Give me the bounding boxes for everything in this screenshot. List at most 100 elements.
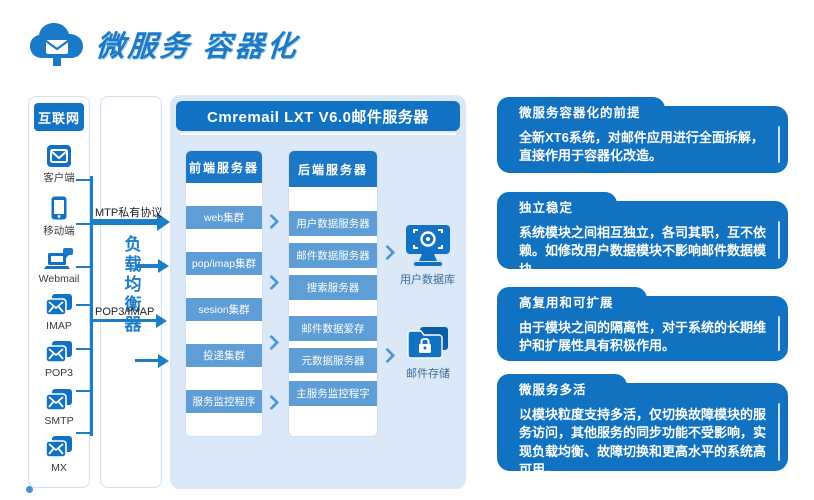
panel-title: 微服务容器化的前提 <box>519 106 641 120</box>
spacer-row <box>186 229 262 252</box>
internet-header: 互联网 <box>34 103 84 131</box>
internet-item-webmail: Webmail <box>38 247 80 285</box>
frontend-row: 投递集群 <box>186 344 262 367</box>
envelope-stack-icon <box>45 388 72 411</box>
webmail-laptop-icon <box>44 247 73 269</box>
spacer-row <box>186 183 262 206</box>
delivery-arrowhead-icon <box>158 354 169 368</box>
internet-item-label: MX <box>51 461 67 474</box>
mail-storage-item: 邮件存储 <box>404 326 452 381</box>
panel-multi-active: 微服务多活 以模块粒度支持多活，仅切换故障模块的服务访问，其他服务的同步功能不受… <box>497 374 788 477</box>
delivery-arrow-line <box>135 359 159 362</box>
internet-item-label: SMTP <box>44 414 74 427</box>
mail-storage-folder-icon <box>407 327 448 359</box>
web-arrow-line <box>135 264 159 268</box>
panel-title: 独立稳定 <box>519 201 574 215</box>
pop-arrow-line <box>91 319 157 322</box>
panel-title: 高复用和可扩展 <box>519 296 614 310</box>
watermark-dot <box>26 486 33 493</box>
pop-imap-label: POP3/IMAP <box>95 306 155 318</box>
backend-row: 搜索服务器 <box>289 275 377 300</box>
connector-stub <box>76 304 92 306</box>
logo: 微服务 容器化 <box>28 20 300 68</box>
backend-row: 邮件数据服务器 <box>289 243 377 268</box>
envelope-stack-icon <box>45 294 72 316</box>
frontend-header: 前端服务器 <box>186 151 262 183</box>
spacer-row <box>289 406 377 436</box>
panel-body <box>497 383 788 471</box>
panel-text: 系统模块之间相互独立，各司其职，互不依赖。如修改用户数据模块不影响邮件数据模块 <box>519 225 767 277</box>
pop-arrowhead-icon <box>156 314 167 328</box>
connector-stub <box>76 179 92 181</box>
load-balancer-label: 负载均衡器 <box>121 235 141 335</box>
panel-independent-stable: 独立稳定 系统模块之间相互独立，各司其职，互不依赖。如修改用户数据模块不影响邮件… <box>497 192 788 277</box>
internet-item-imap: IMAP <box>45 294 73 332</box>
backend-row: 主服务监控程字 <box>289 381 377 406</box>
internet-item-label: 客户端 <box>43 172 75 185</box>
user-database-label: 用户数据库 <box>400 274 455 286</box>
spacer-row <box>186 413 262 436</box>
mail-storage-label: 邮件存储 <box>406 368 450 380</box>
backend-server-column: 后端服务器 用户数据服务器 邮件数据服务器 搜索服务器 邮件数据爱存 元数据服务… <box>288 150 378 437</box>
envelope-stack-icon <box>45 435 72 458</box>
internet-item-label: POP3 <box>44 367 73 380</box>
panel-text: 全新XT6系统，对邮件应用进行全面拆解，直接作用于容器化改造。 <box>519 130 764 164</box>
spacer-row <box>186 367 262 390</box>
spacer-row <box>289 187 377 211</box>
smtp-protocol-label: MTP私有协议 <box>95 207 163 219</box>
internet-item-label: Webmail <box>38 272 80 285</box>
spacer-row <box>289 373 377 381</box>
panel-text: 以模块粒度支持多活，仅切换故障模块的服务访问，其他服务的同步功能不受影响，实现负… <box>519 407 767 478</box>
panel-text: 由于模块之间的隔离性，对于系统的长期维护和扩展性具有积极作用。 <box>519 320 767 354</box>
connector-stub <box>76 432 92 434</box>
panel-containerization-premise: 微服务容器化的前提 全新XT6系统，对邮件应用进行全面拆解，直接作用于容器化改造… <box>497 97 788 173</box>
internet-item-smtp: SMTP <box>44 388 74 427</box>
database-monitor-icon <box>405 225 450 266</box>
connector-stub <box>76 266 92 268</box>
internet-item-mx: MX <box>45 435 73 474</box>
spacer-row <box>186 275 262 298</box>
panel-body <box>497 106 788 173</box>
mobile-icon <box>51 196 67 219</box>
mail-server-title: Cmremail LXT V6.0邮件服务器 <box>176 101 460 131</box>
panel-body <box>497 201 788 269</box>
cloud-mail-logo-icon <box>30 23 83 66</box>
connector-bus-line <box>90 176 93 436</box>
spacer-row <box>289 268 377 275</box>
frontend-server-column: 前端服务器 web集群 pop/imap集群 sesion集群 投递集群 服务监… <box>185 150 263 437</box>
smtp-arrow-line <box>91 219 157 225</box>
panel-body <box>497 296 788 361</box>
panel-title: 微服务多活 <box>519 383 587 397</box>
internet-panel: 互联网 客户端 移动端 <box>28 96 90 488</box>
mail-client-icon <box>47 145 71 168</box>
user-database-item: 用户数据库 <box>400 224 455 287</box>
spacer-row <box>289 300 377 316</box>
backend-row: 元数据服务器 <box>289 348 377 373</box>
smtp-arrowhead-icon <box>157 213 170 231</box>
header-underline <box>180 133 456 135</box>
connector-stub <box>76 390 92 392</box>
internet-item-client: 客户端 <box>43 144 75 185</box>
backend-row: 邮件数据爱存 <box>289 316 377 341</box>
backend-row: 用户数据服务器 <box>289 211 377 236</box>
internet-item-list: 客户端 移动端 Webmail <box>29 135 89 483</box>
spacer-row <box>289 236 377 243</box>
internet-item-label: 移动端 <box>43 224 75 237</box>
connector-stub <box>76 348 92 350</box>
frontend-row: web集群 <box>186 206 262 229</box>
spacer-row <box>289 341 377 348</box>
backend-header: 后端服务器 <box>289 151 377 187</box>
logo-title: 微服务 容器化 <box>94 31 300 63</box>
frontend-row: pop/imap集群 <box>186 252 262 275</box>
internet-item-label: IMAP <box>46 320 72 332</box>
load-balancer-panel: 负载均衡器 <box>100 96 162 488</box>
frontend-row: sesion集群 <box>186 298 262 321</box>
panel-reuse-scalability: 高复用和可扩展 由于模块之间的隔离性，对于系统的长期维护和扩展性具有积极作用。 <box>497 287 788 361</box>
web-arrowhead-icon <box>158 259 169 273</box>
envelope-stack-icon <box>45 341 72 364</box>
internet-item-pop3: POP3 <box>45 341 73 379</box>
frontend-row: 服务监控程序 <box>186 390 262 413</box>
internet-item-mobile: 移动端 <box>43 195 75 238</box>
spacer-row <box>186 321 262 344</box>
